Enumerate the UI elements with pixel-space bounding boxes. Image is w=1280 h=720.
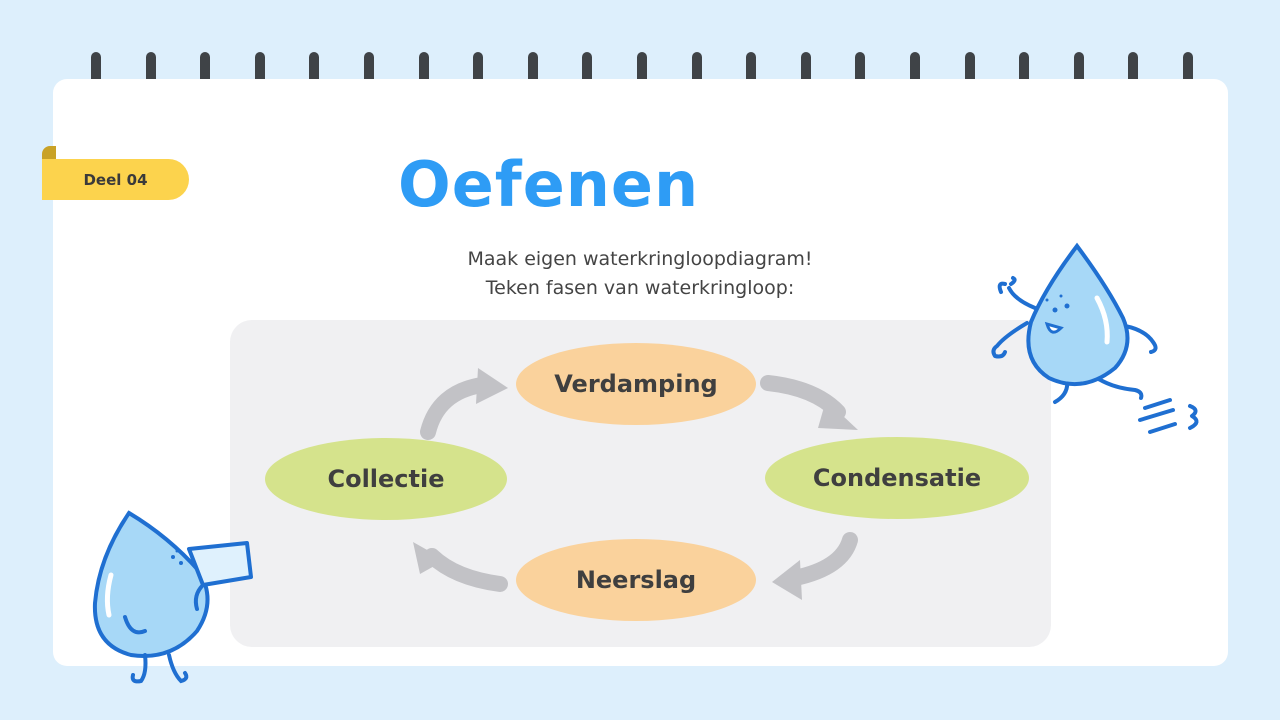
instruction-line-1: Maak eigen waterkringloopdiagram! bbox=[467, 248, 813, 270]
arrow-condensatie-to-neerslag bbox=[787, 532, 858, 586]
arrowhead-4 bbox=[476, 368, 508, 404]
stage-label: Neerslag bbox=[575, 566, 697, 594]
arrow-collectie-to-verdamping bbox=[420, 377, 490, 440]
arrowhead-2 bbox=[772, 560, 802, 600]
stage-label: Collectie bbox=[327, 465, 445, 493]
running-water-drop-mascot bbox=[991, 242, 1199, 434]
arrowhead-1 bbox=[818, 400, 858, 430]
stage-neerslag: Neerslag bbox=[516, 539, 756, 621]
page-title: Oefenen bbox=[398, 148, 700, 221]
instructions: Maak eigen waterkringloopdiagram! Teken … bbox=[380, 245, 900, 303]
stage-collectie: Collectie bbox=[265, 438, 507, 520]
instruction-line-2: Teken fasen van waterkringloop: bbox=[485, 277, 795, 299]
drinking-water-drop-mascot bbox=[92, 510, 253, 684]
stage-label: Verdamping bbox=[554, 370, 718, 398]
stage-condensatie: Condensatie bbox=[765, 437, 1029, 519]
stage-verdamping: Verdamping bbox=[516, 343, 756, 425]
tag-fold bbox=[42, 146, 56, 160]
section-tag: Deel 04 bbox=[42, 159, 189, 200]
section-tag-label: Deel 04 bbox=[83, 170, 148, 189]
arrowhead-3 bbox=[413, 542, 445, 574]
stage-label: Condensatie bbox=[812, 464, 982, 492]
